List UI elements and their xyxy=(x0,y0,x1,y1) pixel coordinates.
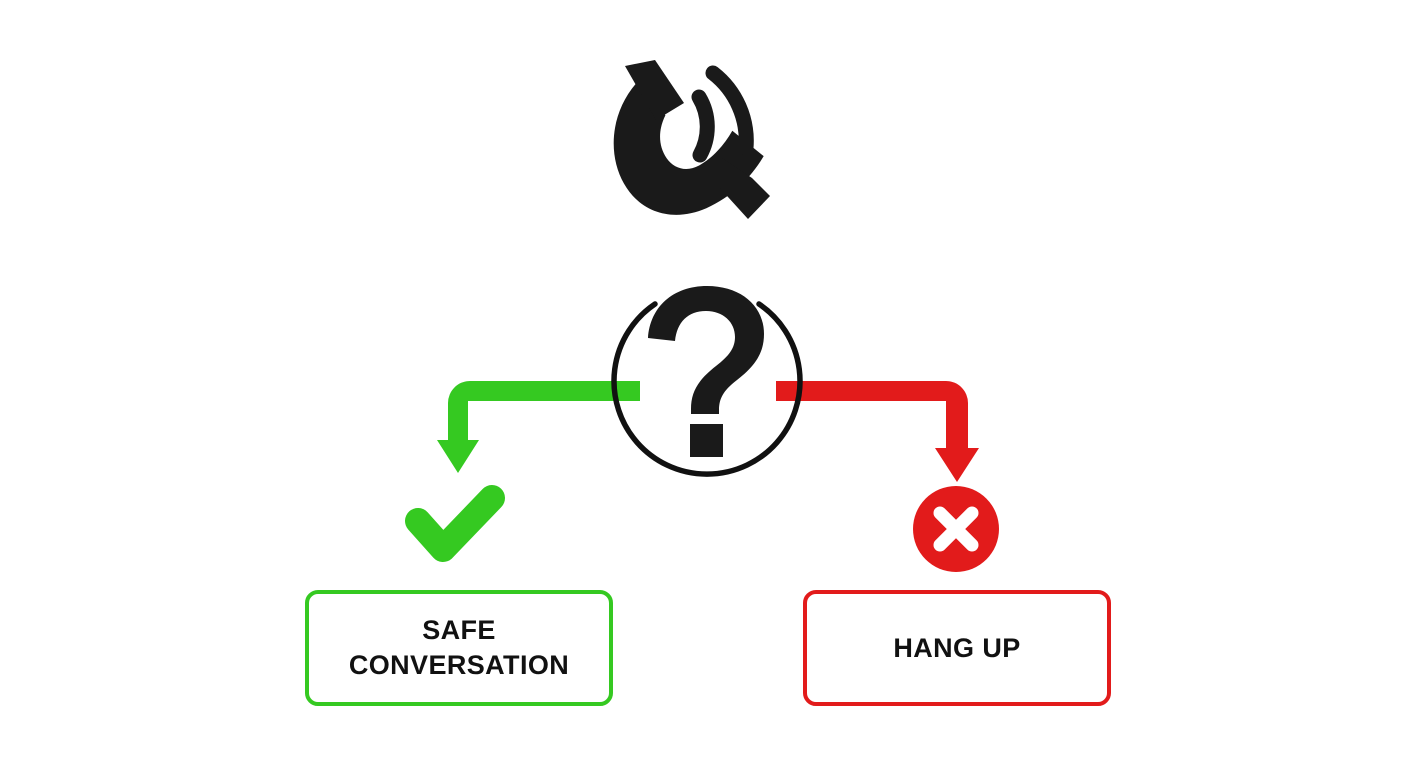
outcome-box-hang-up[interactable]: HANG UP xyxy=(803,590,1111,706)
green-decision-arrow xyxy=(437,381,640,473)
outcome-label-safe-conversation: SAFE CONVERSATION xyxy=(348,615,570,680)
cross-circle-icon xyxy=(913,486,999,572)
red-decision-arrow xyxy=(776,381,979,482)
check-mark-icon xyxy=(405,485,505,562)
question-mark-circle-icon xyxy=(611,286,803,477)
outcome-label-hang-up: HANG UP xyxy=(893,632,1021,663)
question-mark-glyph xyxy=(648,286,764,457)
ringing-phone-icon xyxy=(613,60,770,219)
outcome-box-safe-conversation[interactable]: SAFE CONVERSATION xyxy=(305,590,613,706)
